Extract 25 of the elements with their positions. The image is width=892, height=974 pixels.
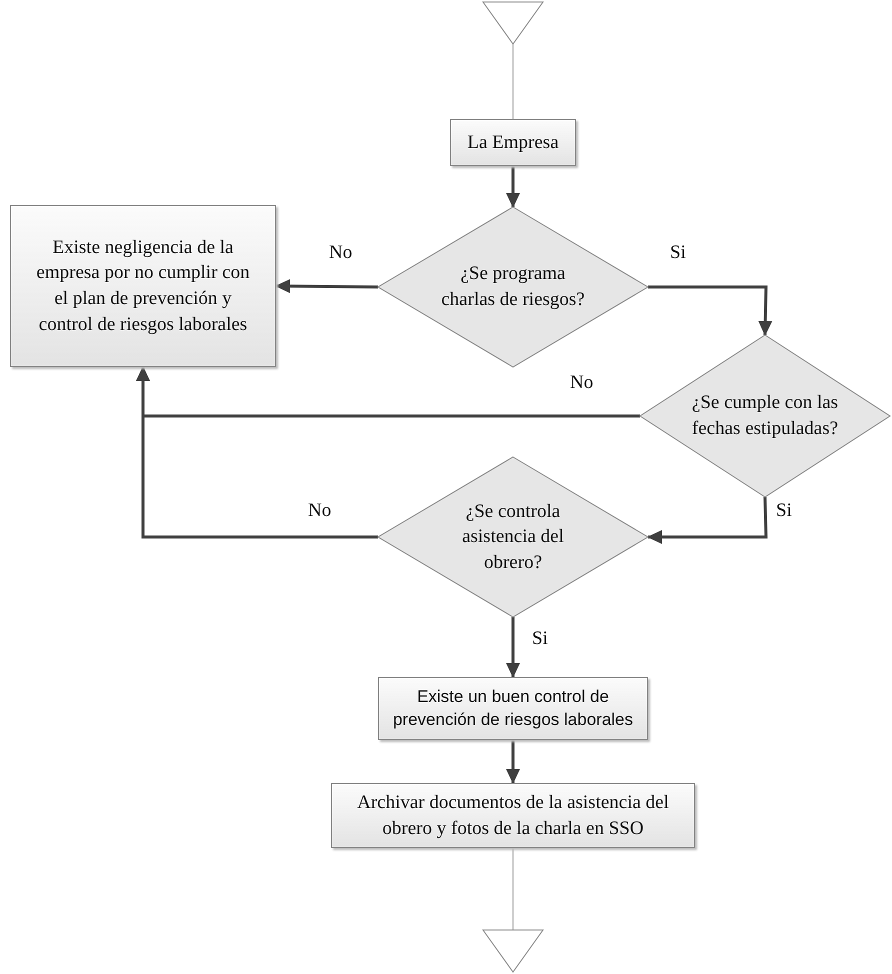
decision-diamond	[378, 207, 648, 367]
connector-line	[512, 848, 514, 930]
arrow	[647, 496, 768, 544]
off-page-connector	[483, 2, 543, 44]
arrow	[136, 366, 378, 538]
arrow	[506, 166, 520, 208]
arrow	[506, 740, 520, 784]
decision-text: ¿Se controla asistencia del obrero?	[461, 500, 565, 575]
process-box	[450, 119, 576, 166]
step-text: La Empresa	[466, 130, 560, 155]
process-box	[378, 677, 648, 740]
process-box	[10, 205, 276, 367]
off-page-connector	[483, 930, 543, 972]
process-box	[331, 783, 695, 848]
step-text: Archivar documentos de la asistencia del obrero y fotos de la charla en SSO	[356, 790, 670, 840]
step-text: Existe un buen control de prevención de riesgos laborales	[392, 686, 634, 730]
decision-diamond	[378, 457, 648, 617]
arrow	[648, 286, 772, 336]
connector-line	[512, 44, 514, 120]
decision-text: ¿Se cumple con las fechas estipuladas?	[690, 391, 840, 441]
decision-diamond	[640, 335, 890, 497]
decision-text: ¿Se programa charlas de riesgos?	[440, 262, 586, 312]
arrow	[506, 617, 520, 678]
step-text: Existe negligencia de la empresa por no cumplir con el plan de prevención y control de riesgos laborales	[35, 236, 251, 337]
arrow	[275, 279, 378, 294]
